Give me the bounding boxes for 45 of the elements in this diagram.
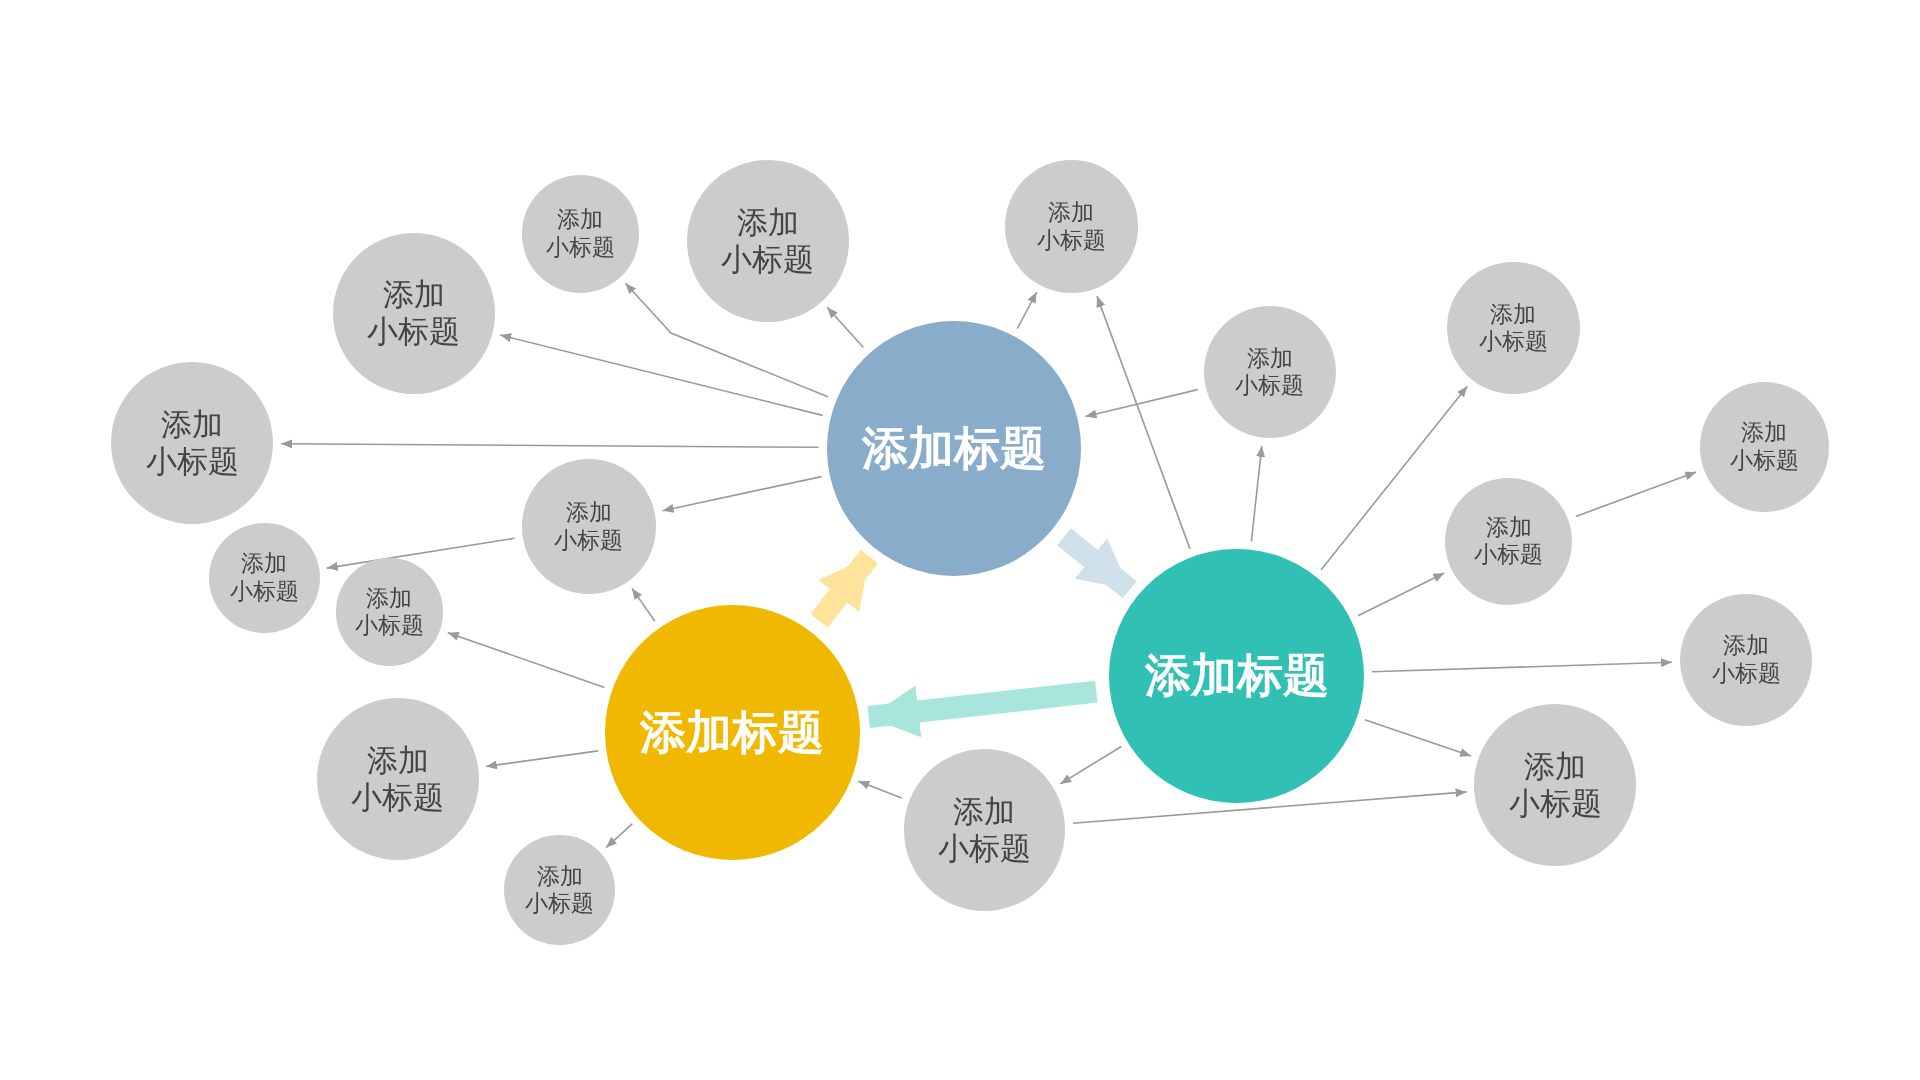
- subtopic-label: 添加小标题: [544, 206, 616, 262]
- subtopic-label: 添加小标题: [1507, 747, 1603, 823]
- arrow: [631, 587, 656, 622]
- subtopic-label: 添加小标题: [936, 793, 1032, 868]
- arrow: [485, 750, 599, 770]
- subtopic-label: 添加小标题: [720, 204, 816, 279]
- arrow: [499, 333, 824, 417]
- arrow: [1320, 385, 1469, 571]
- subtopic-label: 添加小标题: [1477, 300, 1549, 356]
- arrow: [1575, 471, 1697, 518]
- subtopic-label: 添加小标题: [524, 862, 596, 918]
- arrow: [326, 537, 516, 571]
- subtopic-label: 添加小标题: [1035, 198, 1107, 255]
- arrow: [1084, 388, 1199, 419]
- arrow: [1364, 719, 1472, 757]
- arrow: [826, 306, 865, 349]
- block-arrow: [1057, 528, 1137, 599]
- topic-title: 添加标题: [1144, 648, 1329, 704]
- subtopic-label: 添加小标题: [350, 741, 446, 816]
- arrow: [1072, 788, 1468, 824]
- arrow: [624, 282, 829, 398]
- subtopic-label: 添加小标题: [553, 498, 625, 555]
- arrow: [1250, 445, 1266, 543]
- subtopic-label: 添加小标题: [228, 550, 300, 606]
- arrow: [857, 780, 903, 799]
- arrow: [447, 631, 606, 689]
- topic-title: 添加标题: [861, 420, 1046, 476]
- subtopic-label: 添加小标题: [1710, 632, 1782, 688]
- arrow: [1016, 291, 1038, 330]
- arrow: [1059, 745, 1123, 785]
- subtopic-label: 添加小标题: [1728, 419, 1800, 475]
- arrow: [1371, 658, 1673, 673]
- block-arrow: [810, 549, 879, 628]
- subtopic-label: 添加小标题: [366, 276, 462, 351]
- block-arrow: [867, 680, 1098, 738]
- arrow: [1357, 572, 1446, 617]
- subtopic-label: 添加小标题: [1234, 344, 1306, 400]
- arrow: [1096, 295, 1191, 550]
- subtopic-label: 添加小标题: [353, 584, 425, 640]
- arrow: [605, 822, 634, 849]
- subtopic-label: 添加小标题: [1473, 513, 1545, 569]
- subtopic-label: 添加小标题: [144, 406, 240, 481]
- arrow: [280, 439, 820, 449]
- arrow: [661, 475, 823, 513]
- topic-title: 添加标题: [640, 704, 825, 760]
